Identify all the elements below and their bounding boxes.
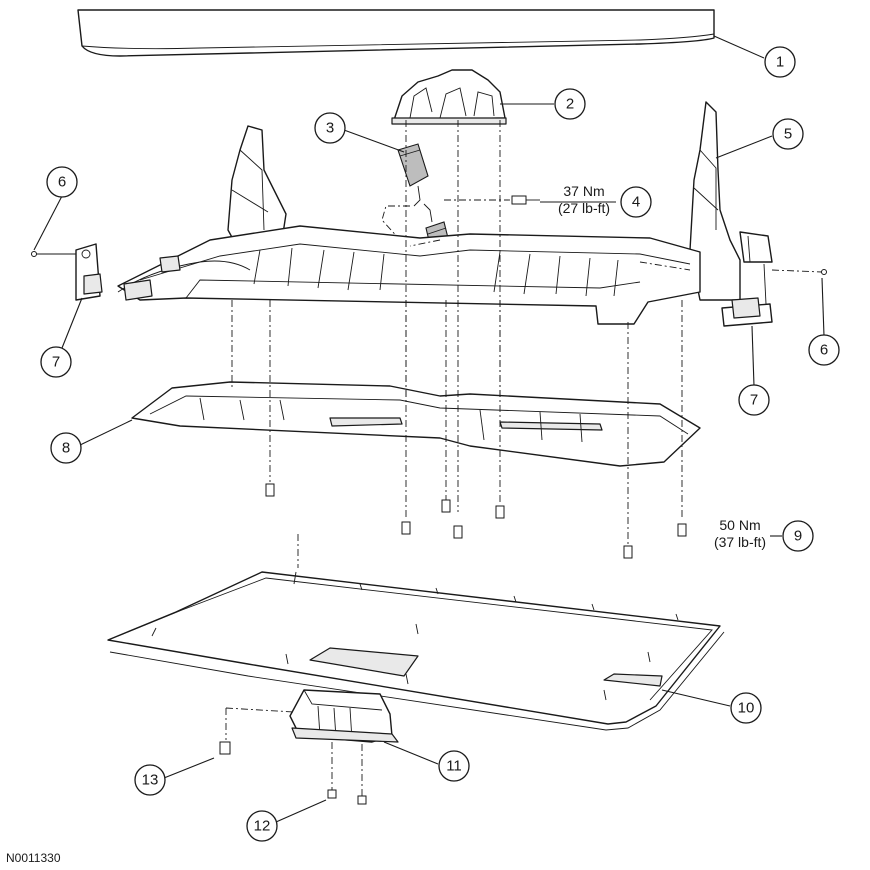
callout-13: 13 — [134, 764, 166, 796]
callout-1: 1 — [764, 46, 796, 78]
part-12-screws — [327, 742, 367, 805]
callout-7-left: 7 — [40, 346, 72, 378]
part-13-screw — [219, 741, 231, 755]
part-6-screw-left — [31, 251, 76, 257]
callout-2: 2 — [554, 88, 586, 120]
callout-6-right: 6 — [808, 334, 840, 366]
leader-lines — [33, 35, 825, 823]
alignment-lines — [231, 120, 683, 568]
callout-label: 10 — [738, 700, 755, 717]
callout-label: 9 — [794, 528, 802, 545]
callout-label: 3 — [326, 120, 334, 137]
callout-label: 6 — [820, 342, 828, 359]
part-8-track-plate — [131, 381, 701, 467]
torque-spec-9: 50 Nm (37 lb-ft) — [714, 517, 766, 550]
callout-8: 8 — [50, 432, 82, 464]
part-9-bolts — [265, 483, 687, 559]
callout-label: 4 — [632, 194, 640, 211]
callout-label: 8 — [62, 440, 70, 457]
callout-9: 9 — [782, 520, 814, 552]
callout-label: 6 — [58, 174, 66, 191]
callout-label: 2 — [566, 96, 574, 113]
callout-label: 12 — [254, 818, 271, 835]
callout-10: 10 — [730, 692, 762, 724]
part-6-screw-right — [771, 269, 827, 275]
part-2-center-bracket — [391, 69, 507, 125]
torque-spec-4: 37 Nm (27 lb-ft) — [558, 183, 610, 216]
part-5-right-frame-riser — [689, 101, 773, 301]
callout-label: 7 — [750, 392, 758, 409]
callout-7-right: 7 — [738, 384, 770, 416]
callout-label: 5 — [784, 126, 792, 143]
part-4-bolt — [444, 195, 540, 205]
part-7-left-bracket — [75, 243, 103, 301]
part-10-seat-pan — [107, 571, 725, 731]
torque-imperial: (37 lb-ft) — [714, 534, 766, 550]
torque-metric: 50 Nm — [719, 517, 760, 533]
callout-label: 13 — [142, 772, 159, 789]
torque-imperial: (27 lb-ft) — [558, 200, 610, 216]
part-11-storage-bin — [225, 689, 399, 743]
callout-label: 7 — [52, 354, 60, 371]
callout-11: 11 — [438, 750, 470, 782]
callout-label: 1 — [776, 54, 784, 71]
callout-3: 3 — [314, 112, 346, 144]
figure-id: N0011330 — [6, 851, 61, 865]
callout-6-left: 6 — [46, 166, 78, 198]
callout-4: 4 — [620, 186, 652, 218]
part-7-right-bracket — [721, 263, 773, 327]
part-1-seat-cushion — [77, 9, 715, 57]
torque-metric: 37 Nm — [563, 183, 604, 199]
seat-track-frame — [117, 225, 701, 325]
callout-12: 12 — [246, 810, 278, 842]
callout-label: 11 — [446, 758, 462, 775]
callout-5: 5 — [772, 118, 804, 150]
